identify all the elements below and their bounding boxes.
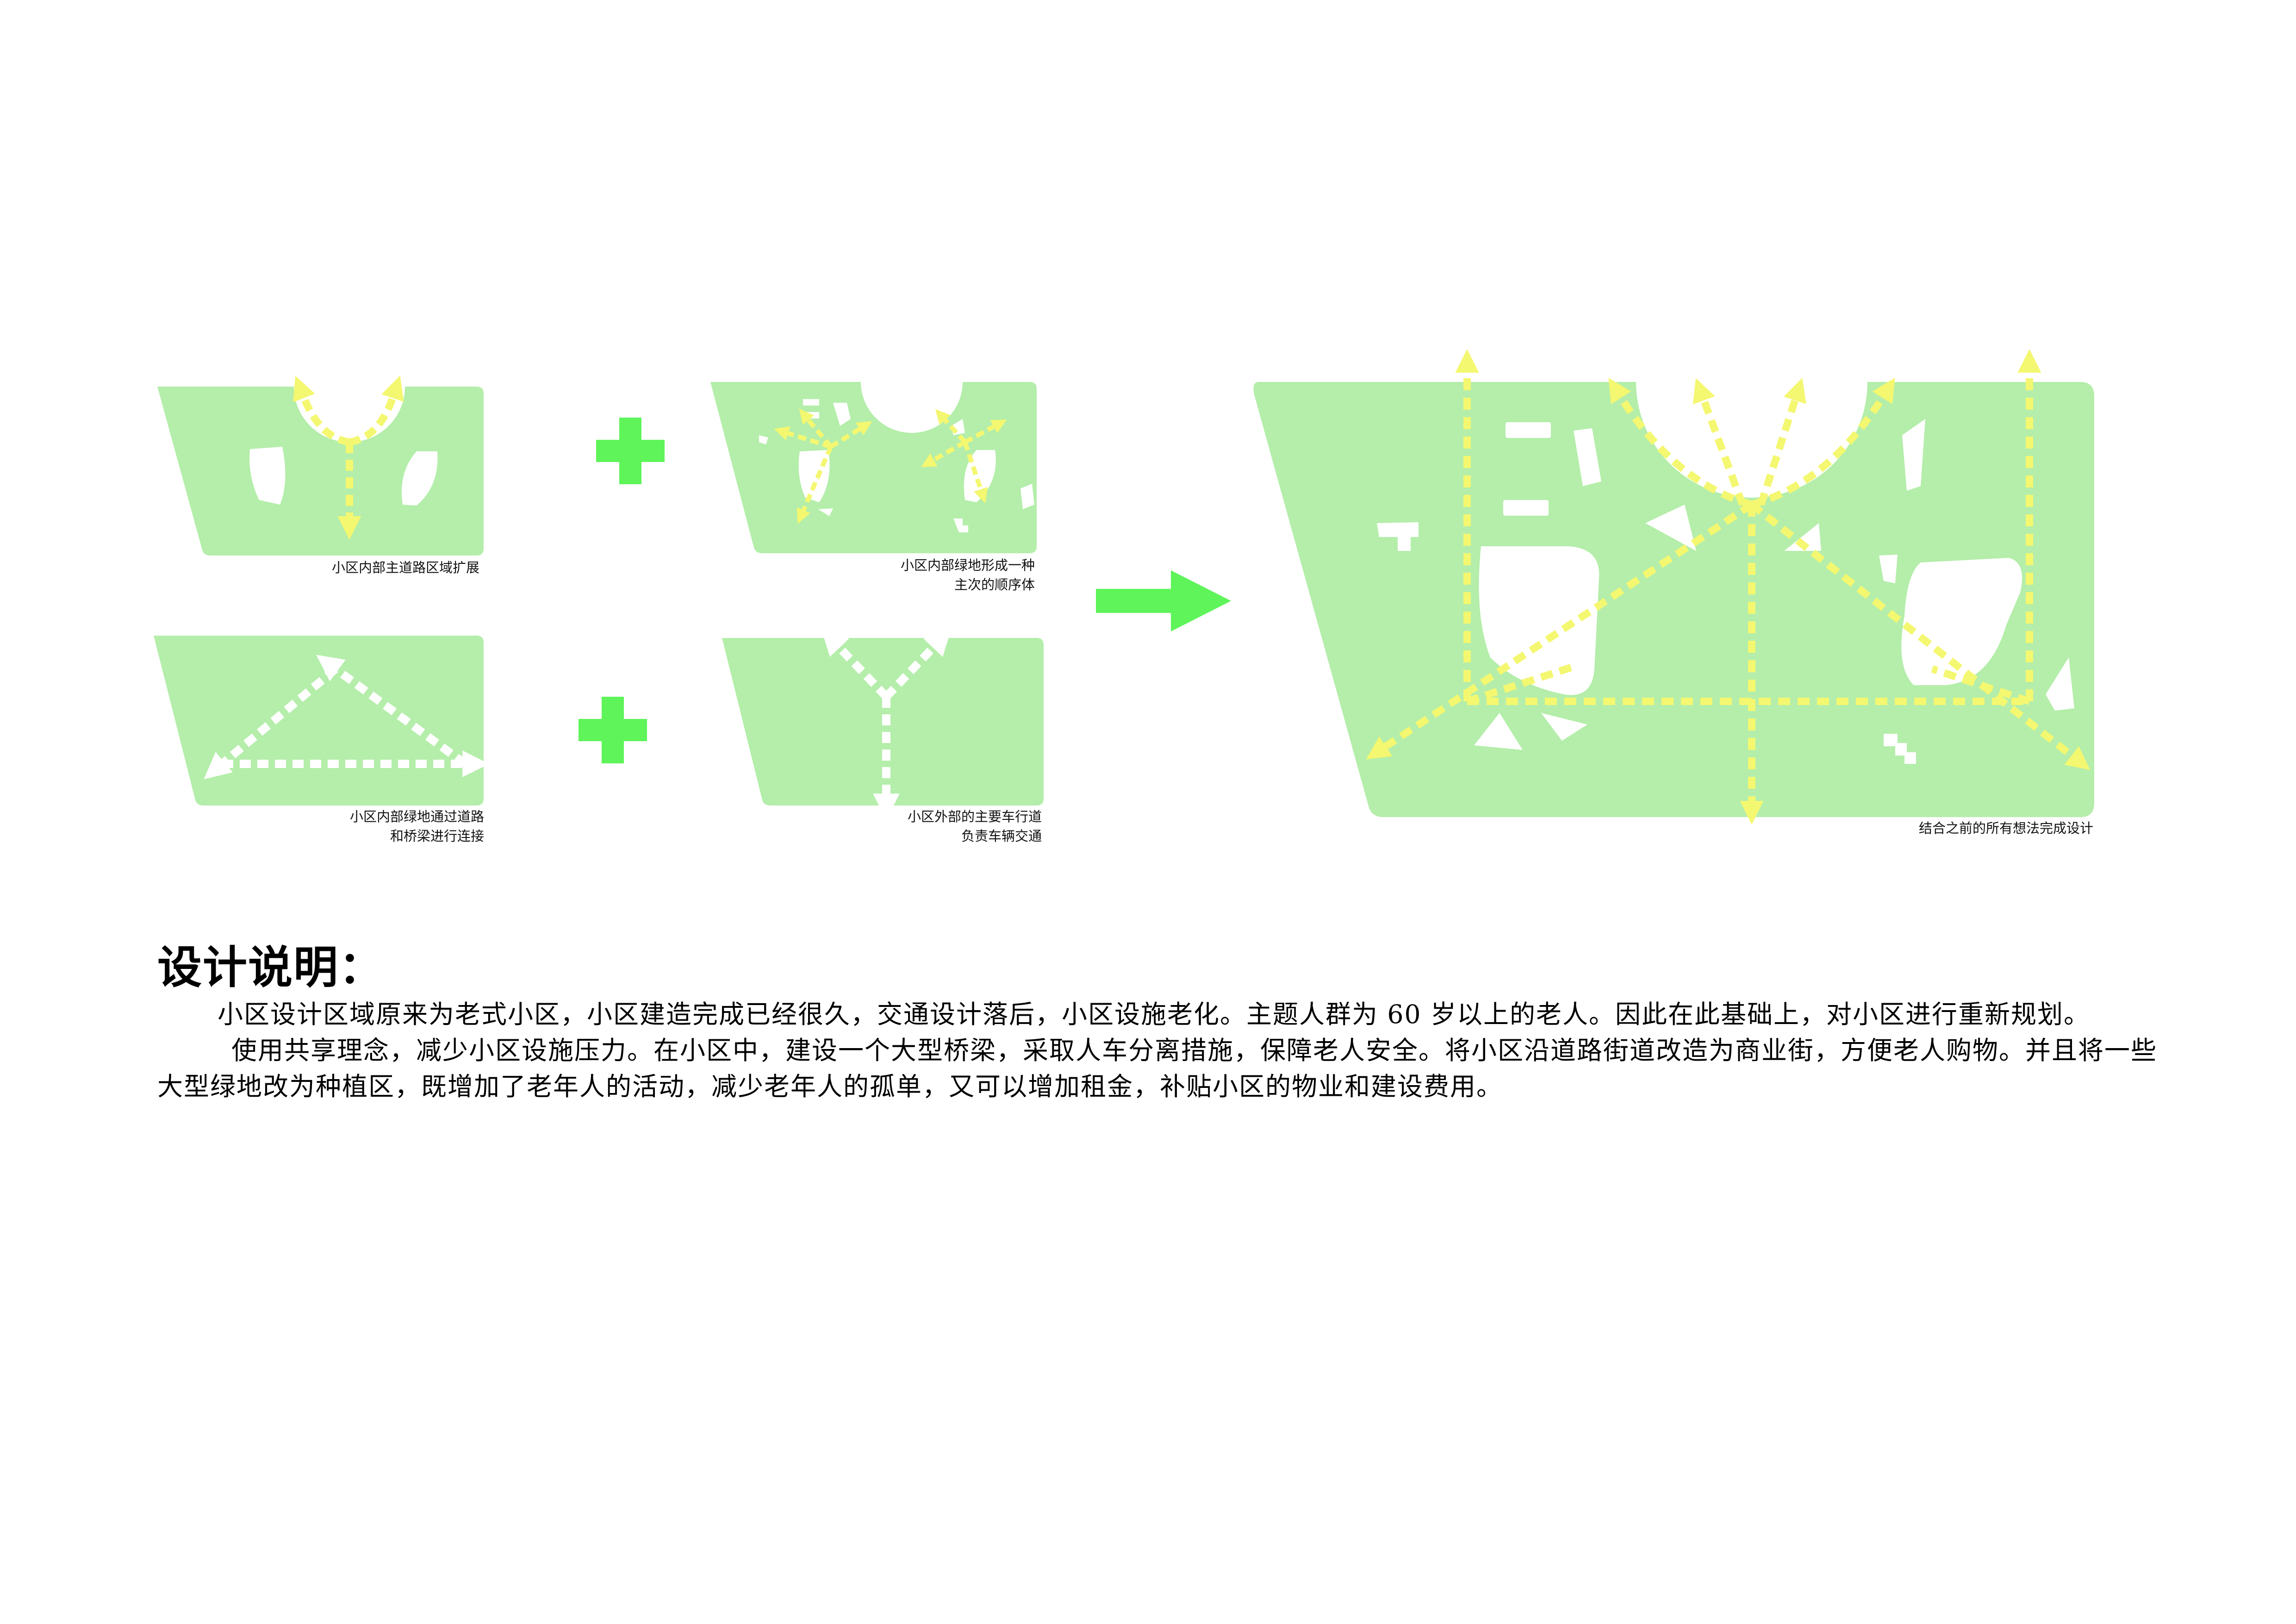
land-parcel [157, 387, 484, 556]
caption-line: 小区内部绿地形成一种 [900, 557, 1035, 573]
plus-icon [579, 697, 647, 763]
caption-line: 主次的顺序体 [954, 577, 1035, 593]
panel-final [1253, 349, 2094, 825]
caption-green-connect: 小区内部绿地通过道路 和桥梁进行连接 [350, 807, 484, 846]
building [818, 508, 833, 516]
panel-green-connect [154, 636, 489, 806]
building [803, 399, 819, 406]
vehicle-arrow [883, 628, 952, 700]
land-parcel [1253, 382, 2094, 817]
panel-outer-road [722, 628, 1044, 820]
caption-main-road: 小区内部主道路区域扩展 [332, 558, 479, 577]
caption-line: 负责车辆交通 [961, 828, 1042, 844]
caption-green-order: 小区内部绿地形成一种 主次的顺序体 [901, 556, 1035, 594]
building [1020, 484, 1034, 509]
ray-arrow [921, 440, 966, 468]
panel-green-order [710, 382, 1037, 553]
ray-arrow [935, 409, 967, 444]
ray-arrow [964, 419, 1007, 444]
building [1784, 523, 1821, 551]
vehicle-road [821, 628, 952, 820]
caption-line: 小区内部主道路区域扩展 [331, 560, 479, 575]
road-arrow [1931, 665, 2031, 705]
building [1377, 522, 1419, 551]
building [1645, 505, 1696, 551]
building [803, 412, 819, 418]
vehicle-arrow [821, 628, 890, 700]
road-arrow [1750, 378, 1895, 508]
ray-arrow [799, 408, 833, 449]
bridge-path [316, 655, 468, 768]
ray-arrow [796, 446, 833, 524]
building [1541, 713, 1587, 741]
building [1901, 558, 2022, 685]
design-description: 设计说明： 小区设计区域原来为老式小区，小区建造完成已经很久，交通设计落后，小区… [157, 940, 2161, 1105]
road-arrow [293, 376, 350, 446]
building [249, 447, 286, 505]
description-title: 设计说明： [157, 941, 384, 993]
building [964, 450, 996, 502]
building [1479, 546, 1599, 695]
ray-arrow [963, 441, 988, 504]
bridge-path [204, 666, 338, 780]
road-network [293, 375, 404, 540]
description-paragraph: 使用共享理念，减少小区设施压力。在小区中，建设一个大型桥梁，采取人车分离措施，保… [157, 1036, 2158, 1101]
plus-icon [596, 418, 665, 484]
building [1879, 555, 1898, 583]
building [759, 435, 768, 444]
caption-line: 和桥梁进行连接 [390, 828, 484, 844]
arrow-right-icon [1096, 570, 1231, 631]
design-diagram [154, 349, 2094, 825]
description-paragraph: 小区设计区域原来为老式小区，小区建造完成已经很久，交通设计落后，小区设施老化。主… [218, 999, 2090, 1029]
green-rays [774, 408, 1007, 524]
ray-arrow [774, 426, 832, 449]
road-arrow [1749, 501, 2091, 770]
panel-main-road [157, 375, 484, 556]
road-network [1366, 349, 2091, 825]
bridge-triangle [204, 655, 489, 780]
building [1574, 428, 1601, 486]
road-arrow [1366, 501, 1754, 760]
building [402, 451, 438, 506]
land-parcel [154, 636, 484, 806]
building [833, 403, 851, 426]
road-plaza [294, 387, 405, 442]
building [2046, 657, 2074, 711]
caption-final: 结合之前的所有想法完成设计 [1919, 818, 2093, 838]
ray-arrow [829, 421, 872, 449]
building [1884, 734, 1916, 764]
building [1503, 500, 1549, 516]
road-arrow [1608, 378, 1753, 508]
building [1902, 419, 1925, 491]
caption-line: 小区内部绿地通过道路 [349, 809, 484, 824]
caption-line: 结合之前的所有想法完成设计 [1918, 820, 2093, 836]
caption-line: 小区外部的主要车行道 [907, 809, 1042, 824]
building [1506, 422, 1551, 438]
building [953, 518, 968, 532]
building [1474, 713, 1523, 750]
road-plaza [1636, 382, 1867, 498]
road-arrow [348, 375, 404, 446]
caption-outer-road: 小区外部的主要车行道 负责车辆交通 [908, 807, 1042, 846]
